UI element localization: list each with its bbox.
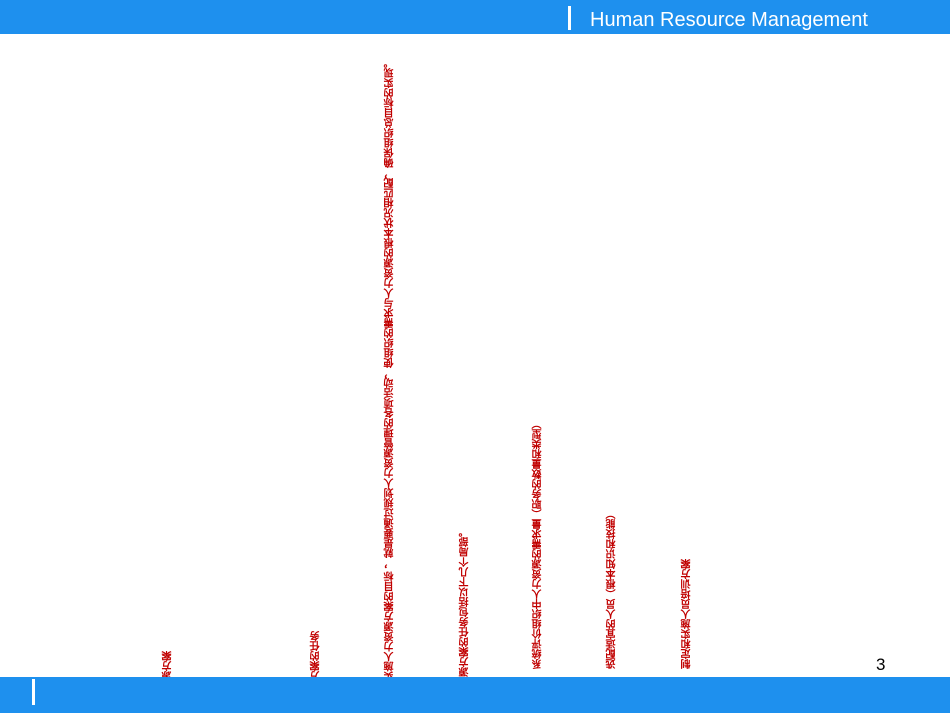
header-divider — [568, 6, 571, 30]
header-title: Human Resource Management — [590, 9, 868, 31]
list-item-1: 1.系统评价组织中人力资源的需求量（职务的数量和类型） — [533, 419, 545, 697]
footer-divider — [32, 679, 35, 705]
content-line-3: 编制和实施人力资源方案的目标 ，就是要通过规划人力资源管理的各项活动，使组织的需… — [385, 57, 396, 711]
footer-bar — [0, 677, 950, 713]
header-bar — [0, 0, 950, 34]
list-item-2: 2.选配适宜的人员（根本知识和技能） — [607, 509, 619, 697]
page-number: 3 — [876, 655, 886, 674]
